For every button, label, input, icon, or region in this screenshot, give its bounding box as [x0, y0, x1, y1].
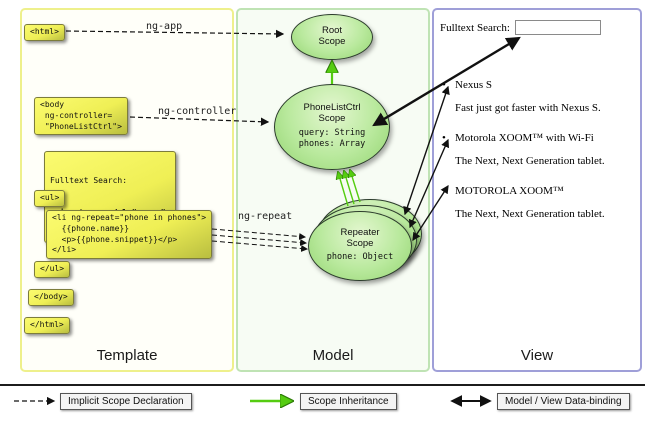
legend-implicit-label: Implicit Scope Declaration: [60, 393, 192, 410]
code-box-li-repeat: <li ng-repeat="phone in phones"> {{phone…: [46, 210, 213, 260]
legend-binding-label: Model / View Data-binding: [497, 393, 630, 410]
code-box-ul-close: </ul>: [34, 261, 71, 278]
model-panel-label: Model: [312, 347, 354, 364]
view-search-row: Fulltext Search:: [440, 20, 601, 35]
phone-title: Nexus S: [455, 79, 492, 91]
phonelistctrl-scope-ellipse: PhoneListCtrl Scope query: String phones…: [274, 84, 390, 170]
phonelistctrl-phones-prop: phones: Array: [298, 139, 366, 150]
phone-snippet: Fast just got faster with Nexus S.: [455, 102, 601, 114]
root-scope-title: Root Scope: [318, 25, 346, 47]
list-item: • Nexus S Fast just got faster with Nexus…: [442, 78, 630, 115]
phone-title: MOTOROLA XOOM™: [455, 185, 564, 197]
ng-app-label: ng-app: [146, 21, 183, 32]
phone-snippet: The Next, Next Generation tablet.: [455, 208, 605, 220]
repeater-scope-title: Repeater Scope: [340, 226, 380, 249]
template-panel-label: Template: [96, 347, 158, 364]
view-search-label: Fulltext Search:: [440, 21, 510, 34]
bullet-icon: •: [442, 185, 446, 197]
phonelistctrl-scope-title: PhoneListCtrl Scope: [303, 101, 361, 124]
repeater-phone-prop: phone: Object: [326, 252, 394, 263]
repeater-scope-ellipse-front: Repeater Scope phone: Object: [308, 211, 412, 281]
code-box-html-close: </html>: [24, 317, 70, 334]
code-box-ul-open: <ul>: [34, 190, 66, 207]
view-panel-label: View: [520, 347, 554, 364]
list-item: • MOTOROLA XOOM™ The Next, Next Generatio…: [442, 184, 630, 221]
legend-divider: [0, 384, 645, 386]
model-panel: Model: [236, 8, 430, 372]
code-box-body-close: </body>: [28, 289, 74, 306]
ng-controller-label: ng-controller: [158, 106, 237, 117]
phonelistctrl-query-prop: query: String: [298, 127, 366, 138]
legend-inheritance-label: Scope Inheritance: [300, 393, 397, 410]
code-search-label: Fulltext Search:: [50, 175, 128, 185]
bullet-icon: •: [442, 79, 446, 91]
ng-repeat-label: ng-repeat: [238, 211, 293, 222]
view-search-input[interactable]: [514, 20, 601, 35]
phone-title: Motorola XOOM™ with Wi-Fi: [455, 132, 594, 144]
view-phone-list: • Nexus S Fast just got faster with Nexus…: [442, 78, 630, 237]
code-box-body-open: <body ng-controller= "PhoneListCtrl">: [34, 97, 128, 136]
phone-snippet: The Next, Next Generation tablet.: [455, 155, 605, 167]
code-box-html-open: <html>: [24, 24, 65, 41]
root-scope-ellipse: Root Scope: [291, 14, 373, 60]
list-item: • Motorola XOOM™ with Wi-Fi The Next, Nex…: [442, 131, 630, 168]
bullet-icon: •: [442, 132, 446, 144]
